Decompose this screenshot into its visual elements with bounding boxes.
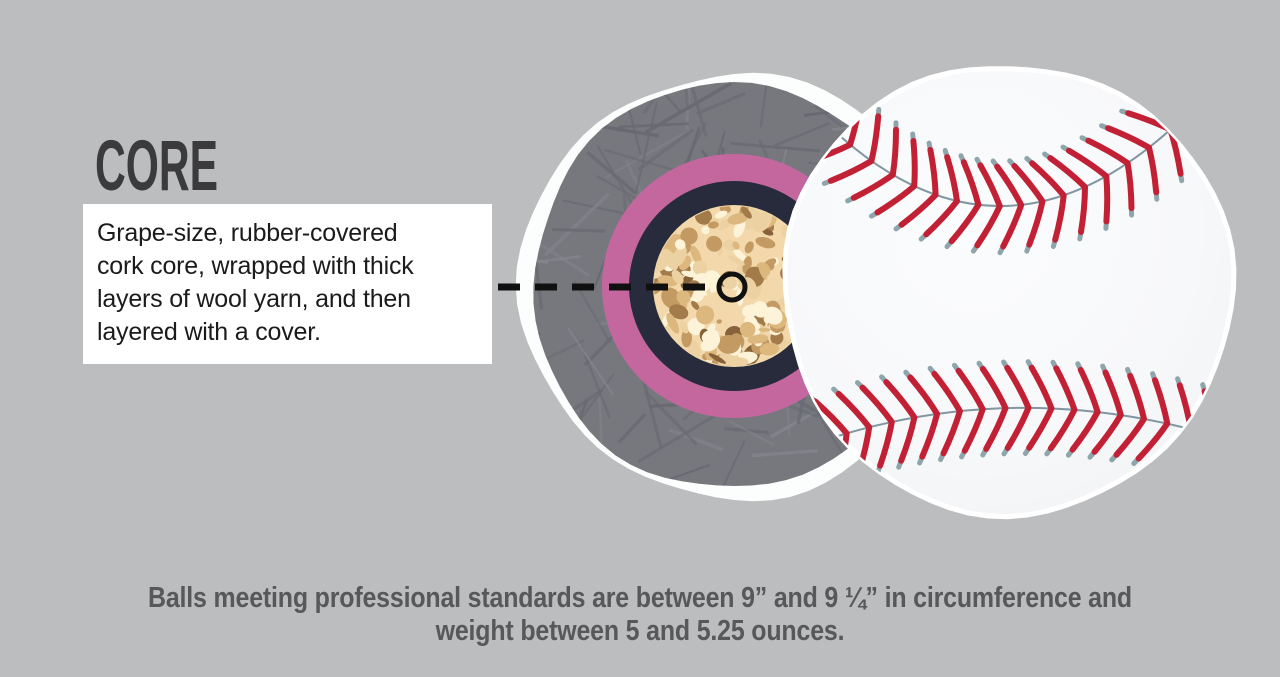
caption-line-1: Balls meeting professional standards are… — [147, 582, 1133, 614]
caption-line-2: weight between 5 and 5.25 ounces. — [435, 615, 845, 647]
callout-line: layers of wool yarn, and then — [97, 285, 411, 313]
callout-line: Grape-size, rubber-covered — [97, 219, 398, 247]
cork-texture — [654, 206, 814, 366]
standards-caption: Balls meeting professional standards are… — [90, 582, 1191, 648]
page-title: CORE — [95, 127, 219, 206]
pointer-target-circle — [716, 271, 748, 303]
callout-line: cork core, wrapped with thick — [97, 252, 414, 280]
pointer-group — [498, 271, 748, 303]
core-callout-box: Grape-size, rubber-covered cork core, wr… — [83, 204, 492, 364]
callout-line: layered with a cover. — [97, 318, 321, 346]
